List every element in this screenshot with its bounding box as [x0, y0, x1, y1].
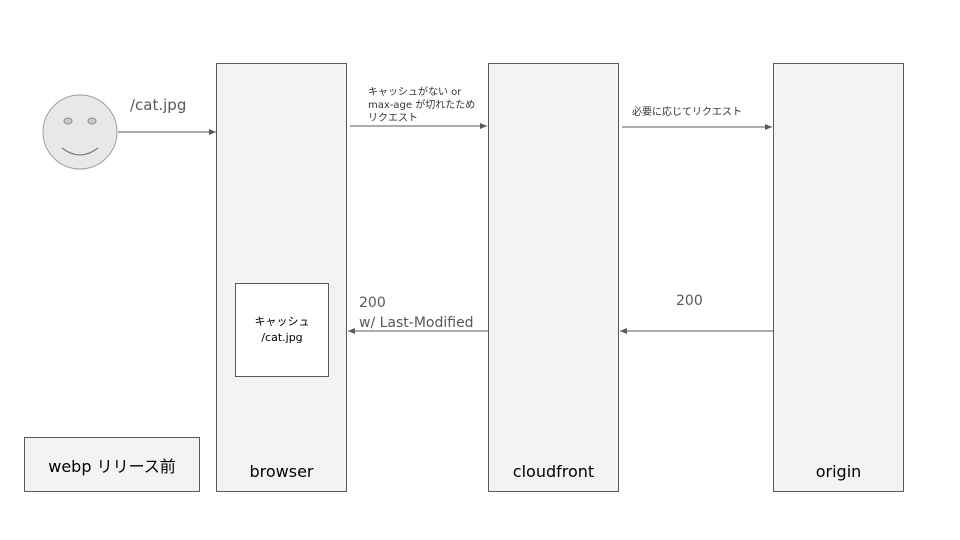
browser-cache-box: キャッシュ /cat.jpg: [235, 283, 329, 377]
arrow-label-cloudfront-to-browser: 200 w/ Last-Modified: [359, 293, 474, 333]
request-label-cat-jpg: /cat.jpg: [130, 96, 187, 114]
origin-label: origin: [815, 462, 862, 481]
browser-label: browser: [249, 462, 314, 481]
arrow-label-origin-to-cloudfront: 200: [676, 293, 703, 309]
arrow-label-line: リクエスト: [368, 113, 418, 124]
cloudfront-label: cloudfront: [512, 462, 595, 481]
status-code-label: 200: [359, 295, 386, 311]
arrow-label-browser-to-cloudfront: キャッシュがない or max-age が切れたため リクエスト: [368, 86, 475, 125]
header-label: w/ Last-Modified: [359, 315, 474, 331]
arrow-label-cloudfront-to-origin: 必要に応じてリクエスト: [632, 107, 742, 118]
browser-box: browser: [216, 63, 347, 492]
webp-release-note: webp リリース前: [24, 437, 200, 492]
origin-box: origin: [773, 63, 904, 492]
arrow-label-line: キャッシュがない or: [368, 87, 462, 98]
cache-file: /cat.jpg: [261, 331, 303, 344]
cloudfront-box: cloudfront: [488, 63, 619, 492]
cache-title: キャッシュ: [254, 315, 310, 328]
user-smiley-icon: [42, 94, 118, 170]
arrow-label-line: max-age が切れたため: [368, 100, 476, 111]
